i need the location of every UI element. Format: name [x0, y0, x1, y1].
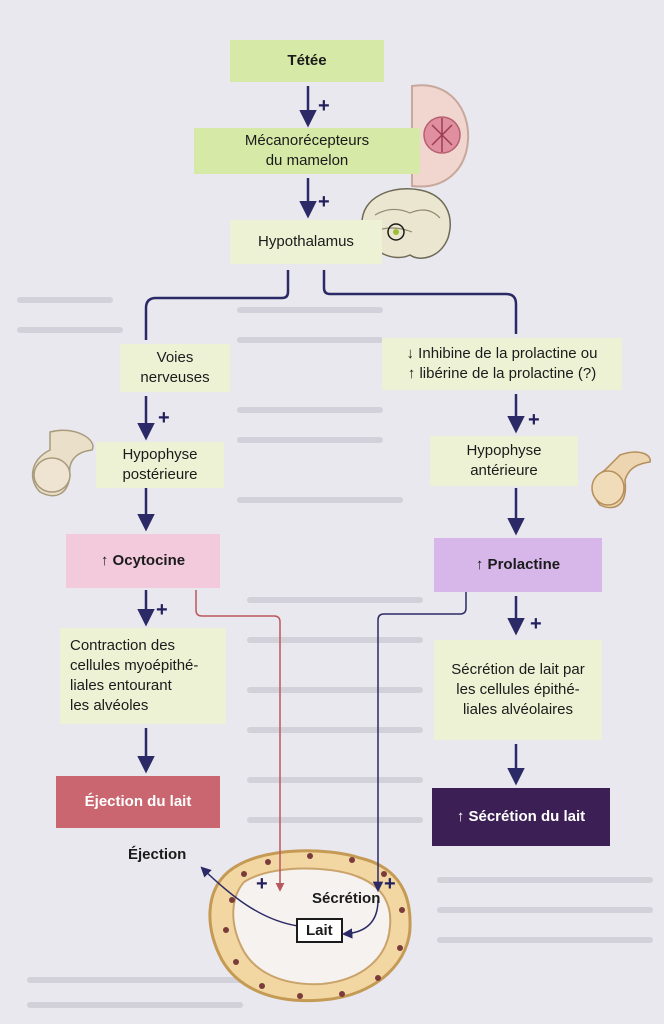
prolactine-box: ↑ Prolactine — [434, 538, 602, 592]
hypophyse-posterieure-box: Hypophyse postérieure — [96, 442, 224, 488]
breast-illustration — [411, 84, 470, 188]
secretion-cellules-label: Sécrétion de lait par les cellules épith… — [451, 661, 585, 718]
inhibine-label: ↓ Inhibine de la prolactine ou ↑ libérin… — [406, 345, 598, 382]
ejection-label: Éjection — [128, 846, 187, 863]
ocytocine-box: ↑ Ocytocine — [66, 534, 220, 588]
plus-sign: + — [158, 407, 170, 429]
hypothalamus-label: Hypothalamus — [258, 233, 354, 250]
ejection-du-lait-box: Éjection du lait — [56, 776, 220, 828]
plus-sign: + — [384, 873, 396, 895]
ocytocine-label: ↑ Ocytocine — [100, 552, 186, 569]
plus-sign: + — [528, 409, 540, 431]
hypophyse-posterieure-label: Hypophyse postérieure — [122, 446, 198, 483]
ejection-du-lait-label: Éjection du lait — [84, 793, 192, 810]
plus-sign: + — [318, 95, 330, 117]
hypophyse-anterieure-box: Hypophyse antérieure — [430, 436, 578, 486]
inhibine-box: ↓ Inhibine de la prolactine ou ↑ libérin… — [382, 338, 622, 390]
posterior-gland-illustration — [31, 429, 94, 497]
plus-sign: + — [156, 599, 168, 621]
secretion-cellules-box: Sécrétion de lait par les cellules épith… — [434, 640, 602, 740]
plus-sign: + — [318, 191, 330, 213]
voies-nerveuses-label: Voies nerveuses — [140, 349, 210, 386]
tetee-label: Tétée — [287, 52, 327, 69]
secretion-label: Sécrétion — [312, 890, 381, 907]
lait-label: Lait — [296, 918, 343, 943]
hypothalamus-box: Hypothalamus — [230, 220, 382, 264]
prolactine-label: ↑ Prolactine — [475, 556, 561, 573]
voies-nerveuses-box: Voies nerveuses — [120, 344, 230, 392]
contraction-box: Contraction des cellules myoépithé- lial… — [60, 628, 226, 724]
mecanorecepteurs-box: Mécanorécepteurs du mamelon — [194, 128, 420, 174]
plus-sign: + — [530, 613, 542, 635]
secretion-du-lait-label: ↑ Sécrétion du lait — [456, 808, 586, 825]
anterior-gland-illustration — [591, 451, 651, 509]
mecanorecepteurs-label: Mécanorécepteurs du mamelon — [244, 132, 370, 169]
contraction-label: Contraction des cellules myoépithé- lial… — [70, 637, 199, 714]
hypophyse-anterieure-label: Hypophyse antérieure — [466, 442, 542, 479]
secretion-du-lait-box: ↑ Sécrétion du lait — [432, 788, 610, 846]
plus-sign: + — [256, 873, 268, 895]
tetee-box: Tétée — [230, 40, 384, 82]
